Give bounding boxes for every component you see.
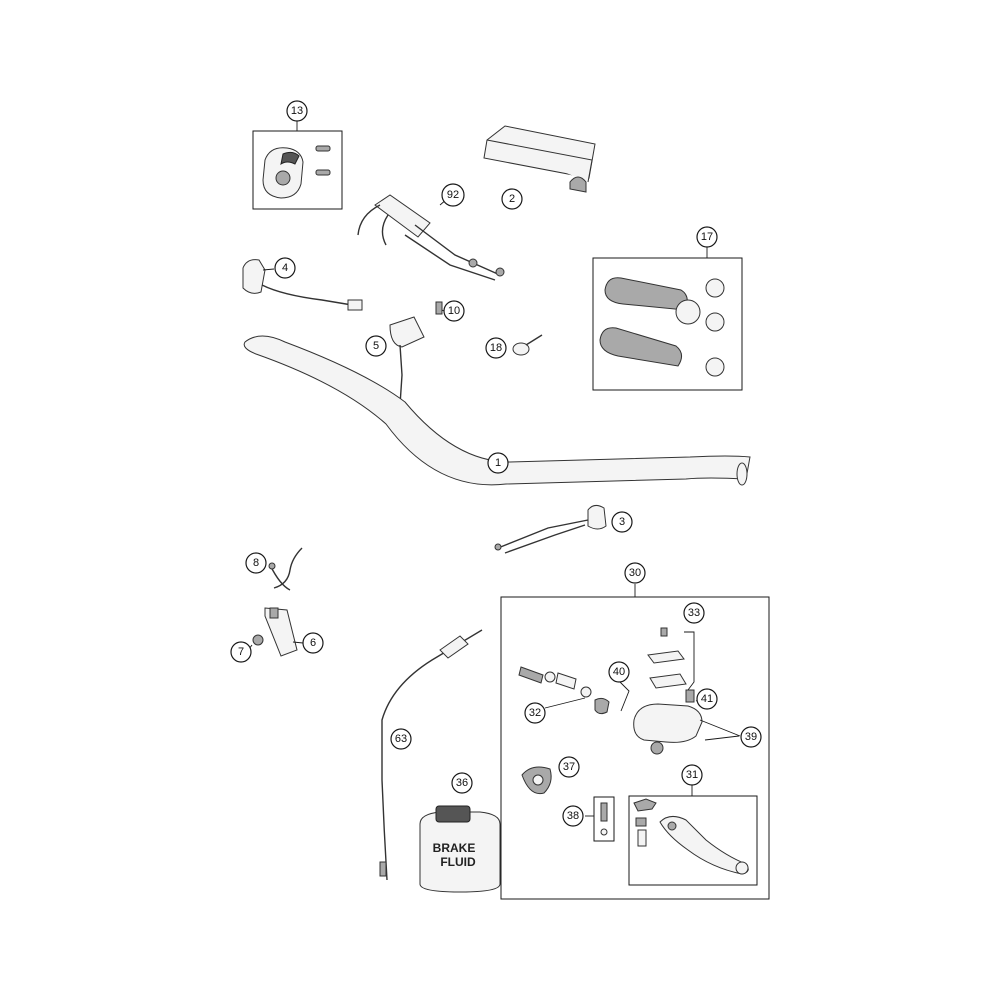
part-2-handlebar-pad (483, 125, 596, 193)
svg-text:37: 37 (563, 761, 575, 773)
callout-5: 5 (365, 335, 387, 357)
part-92-throttle-cables (357, 194, 505, 281)
svg-text:39: 39 (745, 731, 757, 743)
callout-2: 2 (501, 188, 523, 210)
callout-7: 7 (230, 641, 252, 663)
part-4-left-switch (242, 259, 363, 311)
part-8-sensor (268, 562, 291, 591)
svg-text:63: 63 (395, 733, 407, 745)
part-63-brake-line (379, 629, 483, 881)
part-40-seal (594, 680, 630, 715)
callout-32: 32 (524, 702, 546, 724)
svg-text:13: 13 (291, 105, 303, 117)
callout-18: 18 (485, 337, 507, 359)
part-31-brake-lever (628, 785, 758, 886)
svg-text:40: 40 (613, 666, 625, 678)
part-13-throttle-housing (252, 121, 343, 210)
master-cylinder-body (633, 689, 703, 755)
svg-text:3: 3 (619, 516, 625, 528)
svg-text:6: 6 (310, 637, 316, 649)
svg-text:30: 30 (629, 567, 641, 579)
part-39-bolts (699, 719, 741, 741)
bottle-label-line2: FLUID (440, 855, 476, 869)
svg-text:4: 4 (282, 262, 288, 274)
callout-40: 40 (608, 661, 630, 683)
bottle-label-line1: BRAKE (433, 841, 476, 855)
svg-text:18: 18 (490, 342, 502, 354)
callout-38: 38 (562, 805, 584, 827)
callout-36: 36 (451, 772, 473, 794)
part-30-master-cylinder-box (500, 584, 770, 900)
svg-text:92: 92 (447, 189, 459, 201)
svg-text:31: 31 (686, 769, 698, 781)
svg-text:33: 33 (688, 607, 700, 619)
callout-8: 8 (245, 552, 267, 574)
callout-1: 1 (487, 452, 509, 474)
callout-6: 6 (302, 632, 324, 654)
callout-31: 31 (681, 764, 703, 786)
svg-text:32: 32 (529, 707, 541, 719)
callout-39: 39 (740, 726, 762, 748)
svg-text:5: 5 (373, 340, 379, 352)
svg-text:8: 8 (253, 557, 259, 569)
part-18-cable-tie (512, 334, 543, 356)
callout-63: 63 (390, 728, 412, 750)
svg-text:1: 1 (495, 457, 501, 469)
part-17-grips-set (592, 247, 743, 391)
callout-4: 4 (274, 257, 296, 279)
svg-text:10: 10 (448, 305, 460, 317)
callout-33: 33 (683, 602, 705, 624)
callout-17: 17 (696, 226, 718, 248)
part-37-clamp (521, 766, 552, 795)
callout-13: 13 (286, 100, 308, 122)
part-3-right-switch (494, 504, 607, 554)
callout-92: 92 (441, 183, 465, 207)
callout-37: 37 (558, 756, 580, 778)
callout-3: 3 (611, 511, 633, 533)
callout-30: 30 (624, 562, 646, 584)
svg-text:17: 17 (701, 231, 713, 243)
part-38-bolt-set (585, 796, 615, 842)
callout-10: 10 (443, 300, 465, 322)
part-10-screw (435, 301, 445, 315)
part-33-reservoir-cap (647, 627, 695, 691)
svg-text:41: 41 (701, 693, 713, 705)
part-7-screw (248, 634, 264, 650)
part-1-handlebar (243, 335, 751, 486)
part-36-brake-fluid-bottle: BRAKE FLUID (419, 805, 501, 893)
callout-41: 41 (696, 688, 718, 710)
svg-text:2: 2 (509, 193, 515, 205)
svg-text:7: 7 (238, 646, 244, 658)
part-6-switch-bracket (264, 547, 304, 657)
svg-text:36: 36 (456, 777, 468, 789)
part-32-piston-kit (518, 666, 592, 709)
svg-text:38: 38 (567, 810, 579, 822)
